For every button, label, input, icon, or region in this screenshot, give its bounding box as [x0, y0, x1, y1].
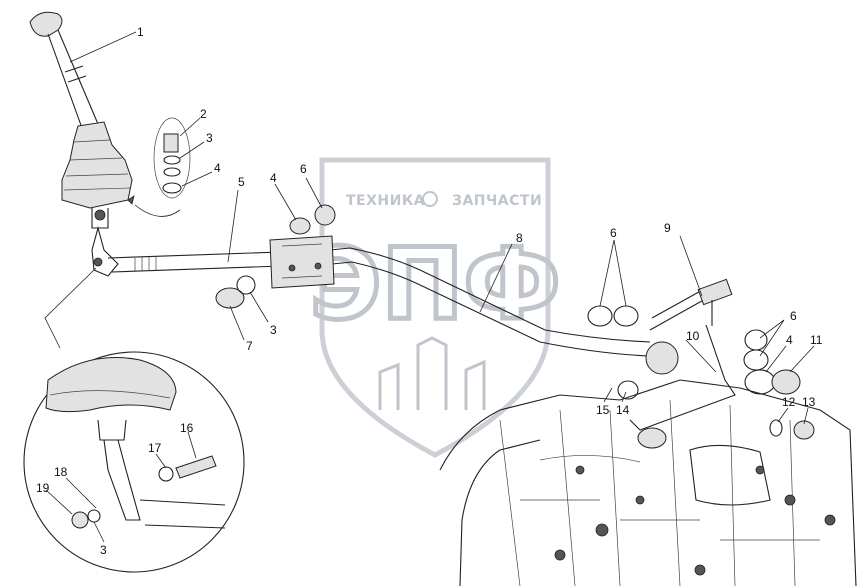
callout-7: 7 — [246, 339, 253, 353]
callout-8: 8 — [516, 231, 523, 245]
bolt-7 — [215, 287, 245, 309]
gearbox-housing — [439, 379, 857, 586]
washer-17 — [158, 466, 174, 482]
bolt-16 — [175, 455, 217, 479]
watermark-logo: ТЕХНИКА ЗАПЧАСТИ ЭПФ — [307, 157, 563, 458]
callout-12: 12 — [782, 395, 796, 409]
rod-end-joint — [645, 341, 679, 375]
callout-9: 9 — [664, 221, 671, 235]
lever-knob — [29, 11, 63, 37]
callout-4: 4 — [214, 161, 221, 175]
callout-2: 2 — [200, 107, 207, 121]
callout-13: 13 — [802, 395, 816, 409]
nut-19 — [71, 511, 89, 529]
callout-17: 17 — [148, 441, 162, 455]
gear-icon — [422, 191, 438, 207]
washer-3 — [236, 275, 256, 295]
rod-clamp — [269, 204, 336, 289]
lever-rod — [47, 29, 99, 129]
callout-18: 18 — [54, 465, 68, 479]
watermark-letters: ЭПФ — [309, 228, 560, 342]
watermark-company-text: ТЕХНИКА — [346, 193, 425, 209]
gear-lever-assembly — [29, 11, 133, 277]
callout-10: 10 — [686, 329, 700, 343]
callout-6: 6 — [300, 162, 307, 176]
callout-19: 19 — [36, 481, 50, 495]
callout-3c: 3 — [100, 543, 107, 557]
clamp-nut — [314, 204, 336, 226]
callout-6b: 6 — [610, 226, 617, 240]
pivot-bolt — [93, 257, 103, 267]
clamp-washer — [289, 217, 311, 235]
callout-16: 16 — [180, 421, 194, 435]
fastener-detail-oval — [127, 117, 191, 217]
adjustable-tip-9 — [697, 278, 733, 306]
washer-3-detail — [87, 509, 101, 523]
callout-5: 5 — [238, 175, 245, 189]
callout-3: 3 — [206, 131, 213, 145]
callout-14: 14 — [616, 403, 630, 417]
right-lever-assembly — [587, 278, 815, 449]
callout-4c: 4 — [786, 333, 793, 347]
callout-1: 1 — [137, 25, 144, 39]
callout-6c: 6 — [790, 309, 797, 323]
callout-3b: 3 — [270, 323, 277, 337]
shift-rod — [107, 247, 651, 357]
callout-labels: 1 2 3 4 5 4 6 3 7 8 6 9 6 10 4 11 15 14 … — [36, 25, 823, 557]
lever-boot — [61, 121, 133, 209]
watermark-company-text-2: ЗАПЧАСТИ — [452, 193, 542, 209]
leader-lines — [45, 31, 815, 543]
watermark-buildings — [378, 336, 486, 410]
callout-4b: 4 — [270, 171, 277, 185]
detail-view-circle — [23, 267, 245, 573]
callout-11: 11 — [810, 333, 823, 347]
callout-15: 15 — [596, 403, 610, 417]
